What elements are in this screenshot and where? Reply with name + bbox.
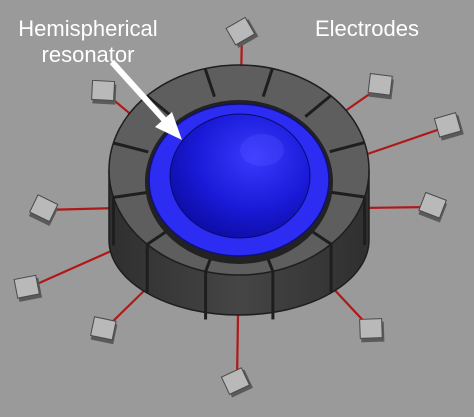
ring-segment-gap <box>329 190 365 199</box>
resonator-label-line1: Hemispherical <box>18 16 158 41</box>
ring-segment-gap <box>203 68 216 98</box>
electrode-pad <box>359 318 385 343</box>
electrode-pad <box>367 73 394 100</box>
resonator-label: Hemispherical resonator <box>8 16 168 68</box>
electrode-pad <box>91 79 117 105</box>
electrode-pad <box>433 112 464 141</box>
electrode-pad <box>418 191 448 223</box>
ring-segment-gap <box>261 68 274 98</box>
ring-segment-gap <box>113 141 149 154</box>
ring-segment-gap <box>113 190 149 199</box>
electrode-pad <box>90 316 118 345</box>
resonator-highlight <box>240 134 284 166</box>
electrode-pad <box>28 194 59 227</box>
resonator-label-line2: resonator <box>41 42 135 67</box>
electrode-pad <box>220 367 253 398</box>
pointer-arrow <box>109 59 182 140</box>
electrode-wire <box>27 246 119 290</box>
ring-segment-gap <box>304 94 332 118</box>
ring-segment-gap <box>145 94 174 119</box>
electrode-pad <box>225 16 259 48</box>
resonator-bowl <box>169 113 311 239</box>
electrode-pad <box>13 274 43 302</box>
ring-segment-gap <box>329 141 365 154</box>
hemispherical-resonator <box>145 100 333 264</box>
electrodes-label: Electrodes <box>315 16 419 41</box>
electrode-pads <box>13 16 464 398</box>
